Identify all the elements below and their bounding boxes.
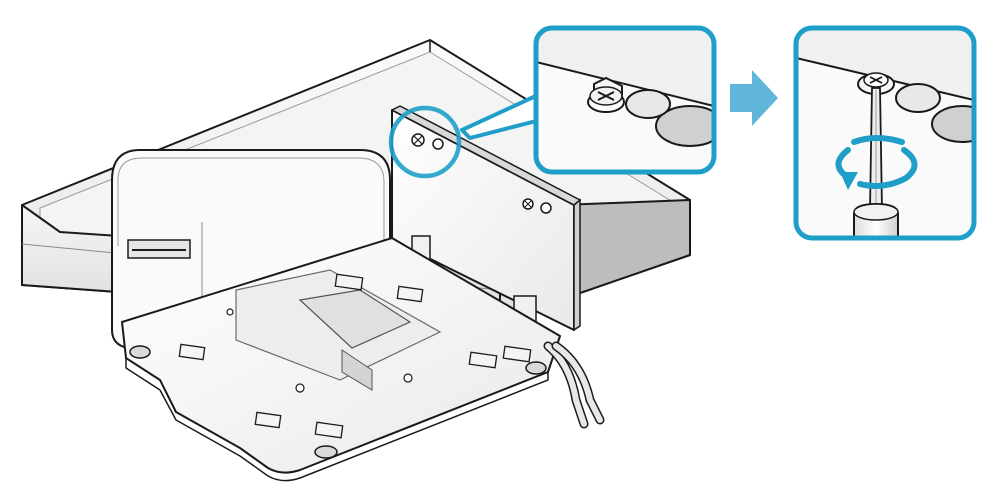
zoom-panel-screw-tightened xyxy=(793,25,977,241)
rotate-clockwise-icon xyxy=(835,135,918,190)
screwdriver-icon xyxy=(853,87,899,238)
screw-icon xyxy=(587,76,625,113)
mounting-bracket-vertical-plate xyxy=(391,105,581,335)
bracket-tab xyxy=(178,273,532,439)
mounting-bracket-base-plate xyxy=(121,237,561,482)
zoom-circle-icon xyxy=(388,105,462,179)
screw-icon xyxy=(411,133,444,150)
arrow-right-icon xyxy=(730,70,778,126)
zoom-panel-screw-loosened xyxy=(533,25,717,175)
screw-icon xyxy=(522,198,552,214)
main-assembly xyxy=(21,39,691,482)
power-cable xyxy=(543,341,605,429)
